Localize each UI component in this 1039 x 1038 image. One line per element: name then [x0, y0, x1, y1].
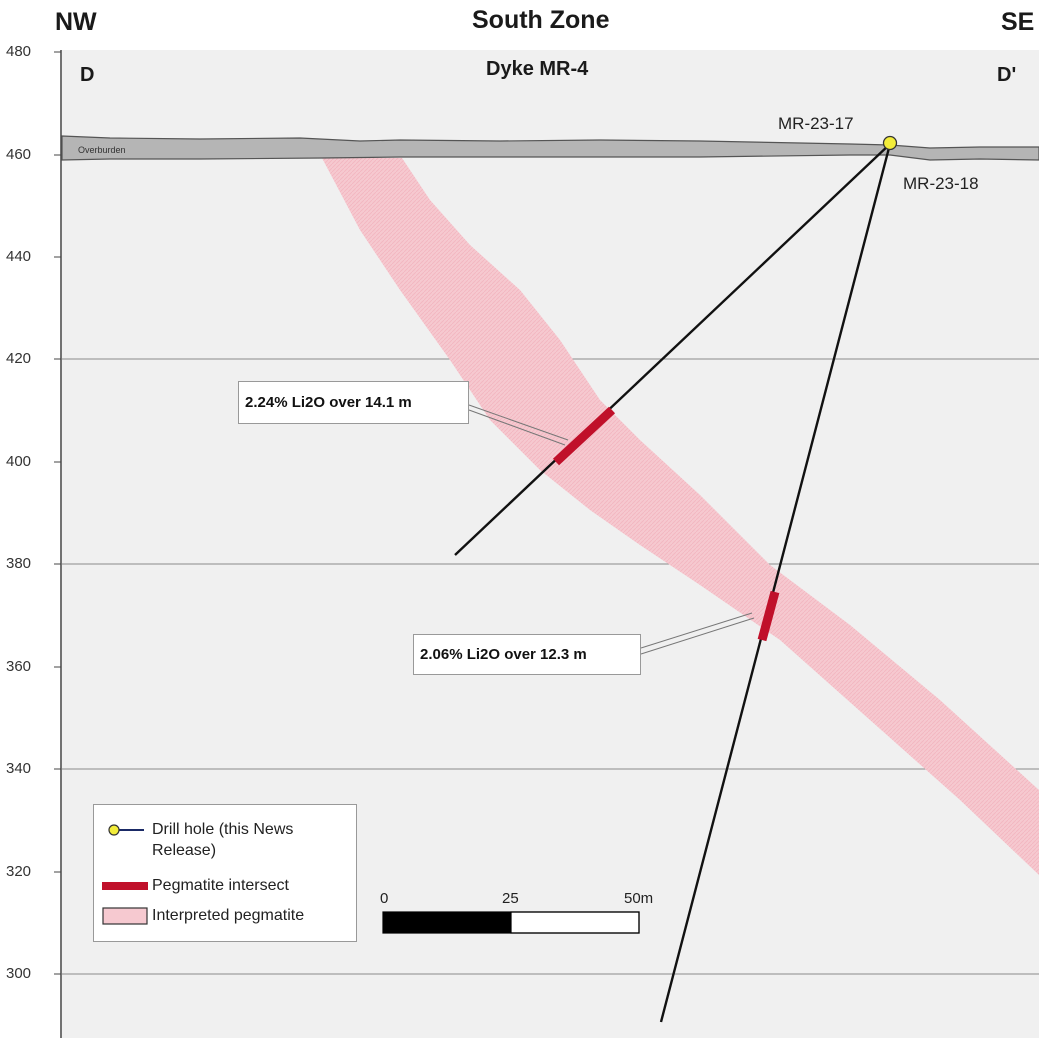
interpreted-pegmatite-body — [322, 158, 1039, 875]
interpreted-pegmatite-swatch-icon — [102, 907, 148, 925]
intercept-callout-2: 2.06% Li2O over 12.3 m — [413, 634, 641, 675]
scale-bar — [382, 911, 640, 934]
intercept-callout-1: 2.24% Li2O over 14.1 m — [238, 381, 469, 424]
axis-tick-marks — [54, 51, 61, 975]
elevation-tick-380: 380 — [6, 555, 32, 572]
direction-se-label: SE — [1001, 8, 1035, 36]
callout-leader-1 — [468, 404, 569, 446]
overburden-layer — [61, 135, 1039, 161]
elevation-tick-480: 480 — [6, 43, 32, 60]
elevation-tick-340: 340 — [6, 760, 32, 777]
scale-label-50: 50m — [624, 890, 654, 907]
drill-hole-symbol-icon — [108, 824, 144, 836]
drill-hole-label-mr-23-17: MR-23-17 — [778, 114, 854, 133]
elevation-tick-400: 400 — [6, 453, 32, 470]
elevation-gridlines — [62, 358, 1039, 975]
intercept-text-1: 2.24% Li2O over 14.1 m — [245, 394, 412, 411]
elevation-tick-420: 420 — [6, 350, 32, 367]
legend-label-drill-hole: Drill hole (this News Release) — [152, 821, 294, 859]
overburden-label: Overburden — [78, 145, 126, 155]
drill-trace-mr-23-18 — [659, 143, 892, 1023]
elevation-tick-320: 320 — [6, 863, 32, 880]
legend-label-pegmatite-intersect: Pegmatite intersect — [152, 877, 289, 894]
dyke-name: Dyke MR-4 — [486, 58, 589, 80]
elevation-tick-460: 460 — [6, 146, 32, 163]
legend-label-interpreted-pegmatite: Interpreted pegmatite — [152, 907, 305, 924]
pegmatite-intersect-swatch-icon — [102, 882, 148, 890]
section-end-label: D' — [997, 64, 1017, 86]
scale-label-25: 25 — [502, 890, 519, 907]
pegmatite-intersect-1 — [552, 406, 616, 466]
pegmatite-intersect-2 — [757, 590, 780, 642]
elevation-tick-300: 300 — [6, 965, 32, 982]
drill-trace-mr-23-17 — [454, 143, 891, 556]
direction-nw-label: NW — [55, 8, 97, 36]
intercept-text-2: 2.06% Li2O over 12.3 m — [420, 646, 587, 663]
scale-label-0: 0 — [380, 890, 389, 907]
legend: Drill hole (this News Release) Pegmatite… — [93, 804, 357, 942]
drill-hole-label-mr-23-18: MR-23-18 — [903, 174, 979, 193]
zone-title: South Zone — [472, 6, 610, 34]
callout-leader-2 — [640, 612, 755, 655]
drill-collar-icon — [882, 135, 898, 151]
section-start-label: D — [80, 64, 95, 86]
elevation-tick-440: 440 — [6, 248, 32, 265]
elevation-tick-360: 360 — [6, 658, 32, 675]
